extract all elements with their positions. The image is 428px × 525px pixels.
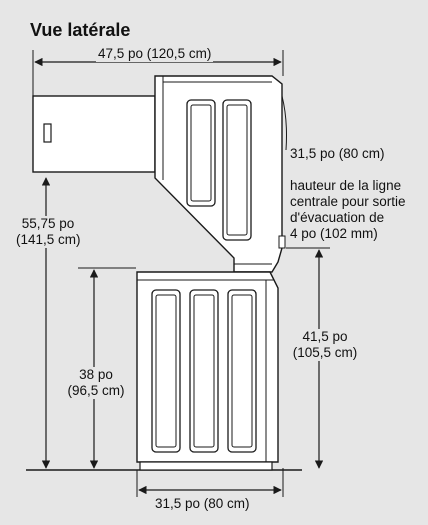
top-width-label: 47,5 po (120,5 cm): [96, 46, 214, 62]
total-height-label: 55,75 po (141,5 cm): [14, 216, 82, 248]
dryer-unit: [154, 75, 287, 273]
washer-height-label: 38 po (96,5 cm): [60, 367, 132, 399]
washer-unit: [136, 271, 279, 471]
dryer-depth-label: 31,5 po (80 cm): [290, 146, 385, 161]
view-title: Vue latérale: [30, 20, 131, 40]
vent-height-label: 41,5 po (105,5 cm): [285, 329, 365, 361]
bottom-width-label: 31,5 po (80 cm): [153, 496, 252, 512]
extension-lines: [32, 50, 330, 497]
vent-description-label: hauteur de la ligne centrale pour sortie…: [290, 178, 406, 241]
open-door: [32, 95, 156, 173]
